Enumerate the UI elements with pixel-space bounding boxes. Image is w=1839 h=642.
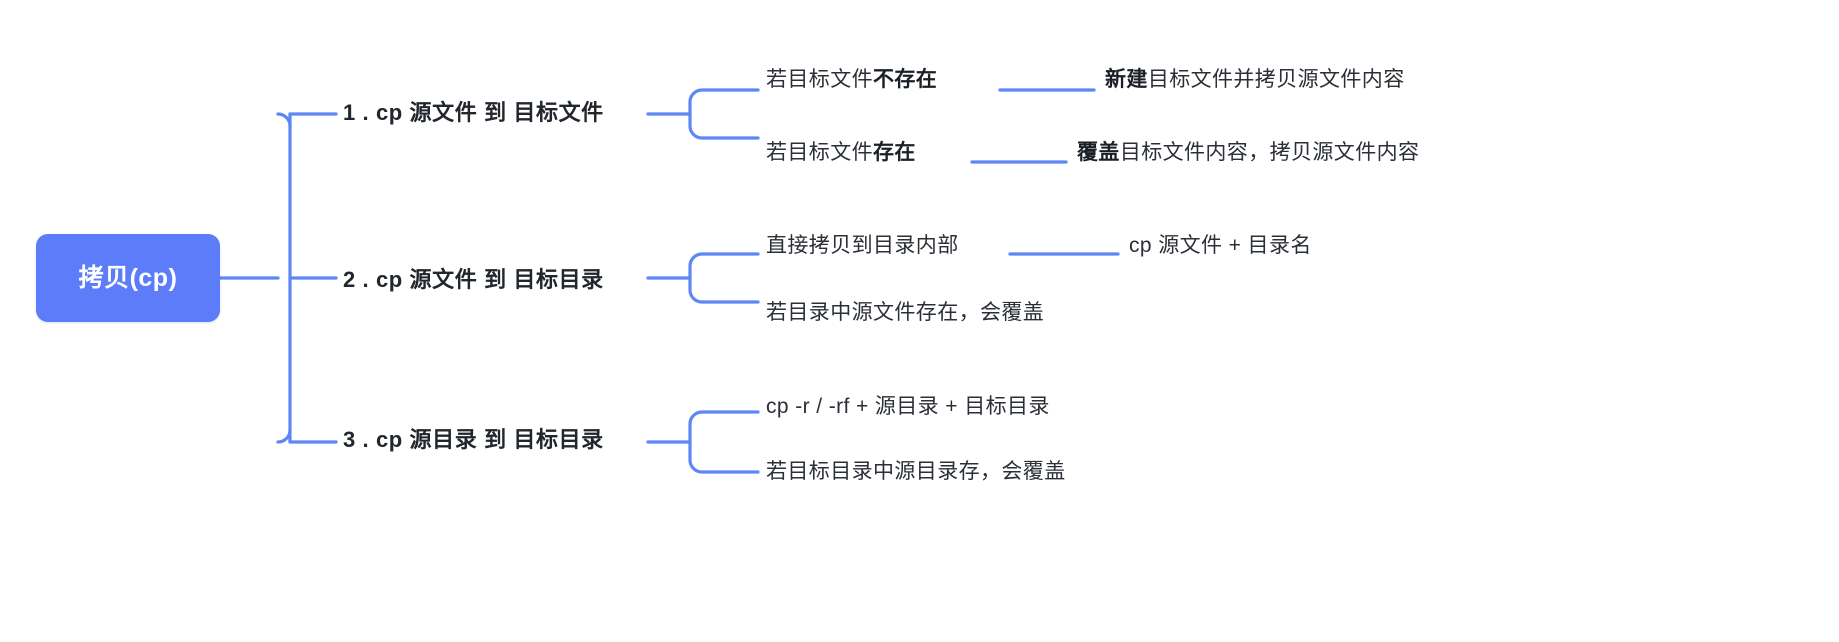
leaf-node-3b-text: 若目标目录中源目录存，会覆盖 [766, 460, 1066, 483]
wire-branch-1-fork [688, 88, 704, 140]
root-node[interactable]: 拷贝(cp) [36, 234, 220, 322]
detail-node-1b-emphasis: 覆盖 [1077, 141, 1120, 164]
detail-node-2a[interactable]: cp 源文件 + 目录名 [1129, 233, 1312, 258]
detail-node-1b[interactable]: 覆盖目标文件内容，拷贝源文件内容 [1077, 140, 1419, 165]
detail-node-1a-rest: 目标文件并拷贝源文件内容 [1147, 68, 1405, 91]
wire-branch-3-fork [688, 410, 704, 474]
detail-node-1b-rest: 目标文件内容，拷贝源文件内容 [1119, 141, 1420, 164]
leaf-node-3a-text: cp -r / -rf + 源目录 + 目标目录 [766, 395, 1050, 418]
leaf-node-2b-text: 若目录中源文件存在，会覆盖 [766, 301, 1045, 324]
leaf-node-3b[interactable]: 若目标目录中源目录存，会覆盖 [766, 459, 1066, 484]
branch-node-2-label: 2 . cp 源文件 到 目标目录 [343, 267, 604, 292]
detail-node-2a-text: cp 源文件 + 目录名 [1129, 234, 1312, 257]
leaf-node-1a[interactable]: 若目标文件不存在 [766, 67, 937, 92]
branch-node-1-label: 1 . cp 源文件 到 目标文件 [343, 100, 604, 125]
leaf-node-2a-text: 直接拷贝到目录内部 [766, 234, 959, 257]
leaf-node-2a[interactable]: 直接拷贝到目录内部 [766, 233, 959, 258]
detail-node-1a-emphasis: 新建 [1105, 68, 1148, 91]
root-node-label: 拷贝(cp) [78, 264, 178, 292]
leaf-node-1a-prefix: 若目标文件 [766, 68, 873, 91]
wire-trunk-top-elbow [276, 112, 292, 128]
branch-node-1[interactable]: 1 . cp 源文件 到 目标文件 [343, 100, 604, 126]
leaf-node-3a[interactable]: cp -r / -rf + 源目录 + 目标目录 [766, 394, 1050, 419]
branch-node-2[interactable]: 2 . cp 源文件 到 目标目录 [343, 267, 604, 293]
branch-node-3-label: 3 . cp 源目录 到 目标目录 [343, 427, 604, 452]
wire-trunk-bottom-elbow [276, 428, 292, 444]
leaf-node-1b-emphasis: 存在 [873, 141, 916, 164]
leaf-node-1a-emphasis: 不存在 [873, 68, 938, 91]
leaf-node-2b[interactable]: 若目录中源文件存在，会覆盖 [766, 300, 1044, 325]
branch-node-3[interactable]: 3 . cp 源目录 到 目标目录 [343, 427, 604, 453]
wire-branch-2-fork [688, 252, 704, 304]
leaf-node-1b[interactable]: 若目标文件存在 [766, 140, 916, 165]
leaf-node-1b-prefix: 若目标文件 [766, 141, 873, 164]
detail-node-1a[interactable]: 新建目标文件并拷贝源文件内容 [1105, 67, 1405, 92]
